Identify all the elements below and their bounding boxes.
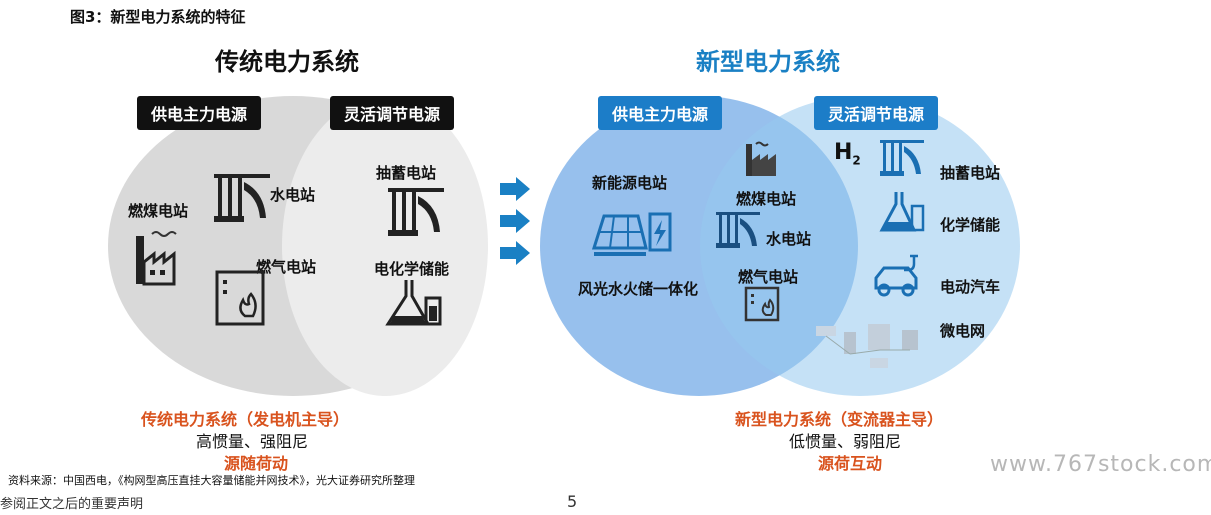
new-microgrid-label: 微电网	[940, 322, 986, 340]
new-title: 新型电力系统	[696, 48, 840, 76]
new-chemical-storage-icon	[879, 192, 925, 232]
traditional-gas-label: 燃气电站	[256, 258, 317, 276]
new-coal-label: 燃煤电站	[736, 190, 797, 208]
transition-arrows-icon	[500, 177, 530, 265]
traditional-pumped-label: 抽蓄电站	[376, 164, 437, 182]
hydro-dam-icon	[214, 174, 270, 222]
traditional-hydro-label: 水电站	[270, 186, 316, 204]
traditional-caption-mode: 源随荷动	[224, 454, 289, 473]
page-number: 5	[567, 492, 578, 511]
solar-battery-icon	[591, 212, 672, 256]
electric-vehicle-icon	[874, 254, 918, 297]
new-ev-label: 电动汽车	[940, 278, 1001, 296]
figure-title: 图3：新型电力系统的特征	[70, 8, 246, 26]
chemical-storage-icon	[385, 280, 442, 326]
traditional-caption-title: 传统电力系统（发电机主导）	[141, 410, 350, 429]
traditional-battery-label: 电化学储能	[374, 260, 450, 278]
new-pumped-label: 抽蓄电站	[940, 164, 1001, 182]
traditional-caption-line: 高惯量、强阻尼	[196, 432, 309, 451]
new-caption-mode: 源荷互动	[818, 454, 883, 473]
new-hydro-label: 水电站	[766, 230, 812, 248]
new-gas-plant-icon	[744, 286, 780, 322]
traditional-tag-flex: 灵活调节电源	[330, 96, 455, 130]
new-gas-label: 燃气电站	[738, 268, 799, 286]
pumped-storage-icon	[388, 188, 444, 236]
new-tag-main: 供电主力电源	[598, 96, 723, 130]
gas-plant-icon	[215, 270, 265, 326]
coal-plant-icon	[136, 231, 177, 286]
new-caption-line: 低惯量、弱阻尼	[789, 432, 902, 451]
new-integration-label: 风光水火储一体化	[578, 280, 699, 298]
new-pumped-storage-icon	[880, 140, 924, 176]
new-tag-flex: 灵活调节电源	[814, 96, 939, 130]
hydrogen-icon: H2	[834, 140, 861, 168]
new-caption-title: 新型电力系统（变流器主导）	[735, 410, 944, 429]
new-chemical-label: 化学储能	[940, 216, 1001, 234]
source-note: 资料来源：中国西电，《构网型高压直挂大容量储能并网技术》，光大证券研究所整理	[8, 474, 415, 487]
new-coal-plant-icon	[746, 141, 776, 176]
traditional-title: 传统电力系统	[215, 48, 359, 76]
traditional-flex-circle	[282, 96, 488, 396]
microgrid-diagram-icon	[816, 324, 918, 368]
watermark: www.767stock.com	[990, 452, 1211, 477]
new-hydro-dam-icon	[716, 212, 760, 248]
traditional-tag-main: 供电主力电源	[137, 96, 262, 130]
traditional-coal-label: 燃煤电站	[128, 202, 189, 220]
new-renewable-label: 新能源电站	[592, 174, 668, 192]
footer-note: 参阅正文之后的重要声明	[0, 497, 144, 512]
